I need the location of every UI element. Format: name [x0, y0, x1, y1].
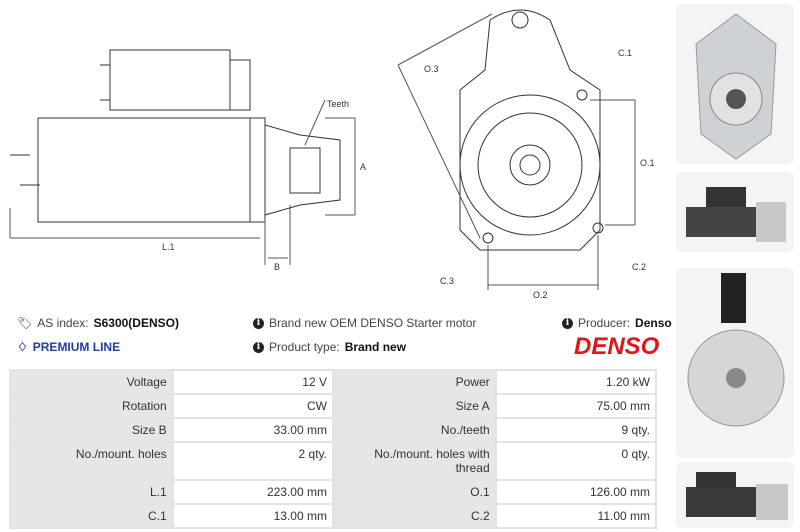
- side-view-diagram: [9, 49, 356, 265]
- dimension-c3-label: C.3: [440, 276, 455, 286]
- spec-value: CW: [171, 393, 334, 419]
- product-photo-angle[interactable]: [676, 462, 794, 528]
- dimension-b-label: B: [274, 262, 281, 272]
- dimension-c2-label: C.2: [632, 262, 647, 272]
- spec-value: 2 qty.: [171, 441, 334, 481]
- teeth-label: Teeth: [327, 99, 350, 109]
- dimension-o2-label: O.2: [533, 290, 548, 300]
- spec-value: 13.00 mm: [171, 503, 334, 529]
- dimension-o1-label: O.1: [640, 158, 655, 168]
- as-index-value: S6300(DENSO): [93, 316, 179, 330]
- spec-value: 1.20 kW: [494, 369, 658, 395]
- premium-label: PREMIUM LINE: [32, 340, 121, 354]
- info-icon: i: [253, 317, 264, 329]
- as-index: 🏷 AS index: S6300(DENSO): [17, 316, 179, 330]
- spec-name: Size A: [331, 393, 497, 419]
- spec-value: 0 qty.: [494, 441, 658, 481]
- spec-name: No./mount. holes with thread: [331, 441, 497, 481]
- product-type: i Product type: Brand new: [253, 340, 406, 354]
- product-photo-front[interactable]: [676, 4, 794, 164]
- tags-icon: 🏷: [17, 316, 33, 330]
- dimension-o3-label: O.3: [424, 64, 439, 74]
- spec-name: L.1: [9, 479, 174, 505]
- info-icon: i: [253, 341, 264, 353]
- spec-value: 9 qty.: [494, 417, 658, 443]
- description: i Brand new OEM DENSO Starter motor: [253, 316, 476, 330]
- spec-name: Power: [331, 369, 497, 395]
- spec-name: No./mount. holes: [9, 441, 174, 481]
- spec-name: Voltage: [9, 369, 174, 395]
- product-photo-side[interactable]: [676, 172, 794, 252]
- dimension-c1-label: C.1: [618, 48, 633, 58]
- spec-value: 12 V: [171, 369, 334, 395]
- spec-name: Size B: [9, 417, 174, 443]
- description-text: Brand new OEM DENSO Starter motor: [269, 316, 477, 330]
- producer-label: Producer:: [578, 316, 631, 330]
- spec-name: Rotation: [9, 393, 174, 419]
- denso-logo: DENSO: [574, 333, 660, 360]
- diamond-icon: ♢: [17, 340, 28, 354]
- spec-value: 11.00 mm: [494, 503, 658, 529]
- product-type-value: Brand new: [344, 340, 407, 354]
- spec-value: 33.00 mm: [171, 417, 334, 443]
- spec-value: 75.00 mm: [494, 393, 658, 419]
- spec-value: 126.00 mm: [494, 479, 658, 505]
- producer-value: Denso: [635, 316, 672, 330]
- info-icon: i: [562, 317, 573, 329]
- spec-value: 223.00 mm: [171, 479, 334, 505]
- spec-name: No./teeth: [331, 417, 497, 443]
- as-index-label: AS index:: [37, 316, 89, 330]
- product-photo-rear[interactable]: [676, 268, 794, 458]
- dimension-a-label: A: [360, 162, 367, 172]
- front-view-diagram: [397, 9, 636, 290]
- spec-name: O.1: [331, 479, 497, 505]
- spec-name: C.2: [331, 503, 497, 529]
- dimension-l1-label: L.1: [162, 242, 175, 252]
- premium-line-badge: ♢ PREMIUM LINE: [17, 340, 120, 354]
- producer: i Producer: Denso: [562, 316, 672, 330]
- product-type-label: Product type:: [269, 340, 340, 354]
- spec-name: C.1: [9, 503, 174, 529]
